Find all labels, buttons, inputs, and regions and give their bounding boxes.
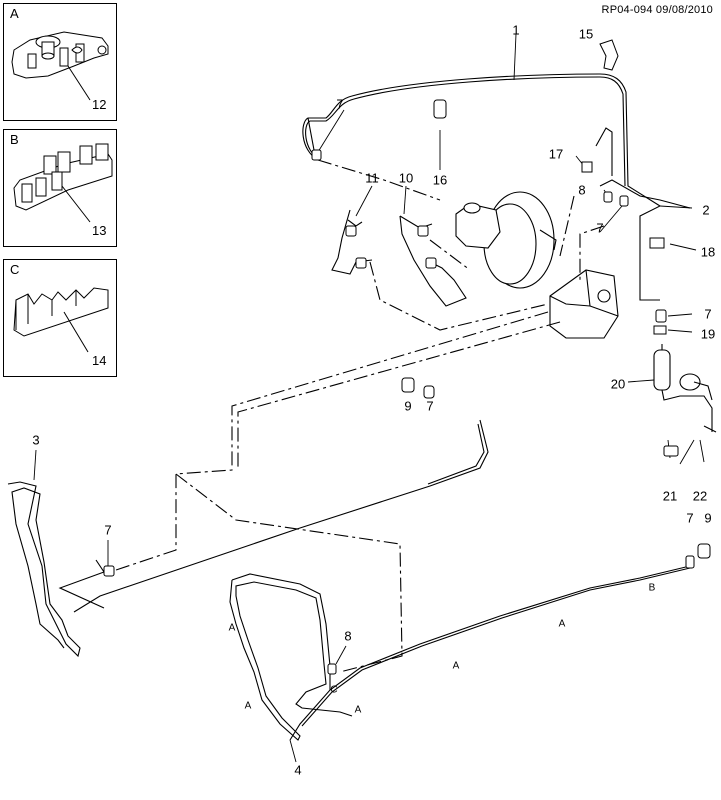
inset-part-number: 14 — [92, 353, 107, 368]
callout-part-16: 16 — [432, 172, 448, 188]
inset-a: A 12 — [3, 3, 117, 121]
callout-hose-20: 20 — [610, 376, 626, 392]
brake-pipe-10 — [399, 215, 467, 307]
inset-letter: A — [10, 6, 19, 21]
callout-pipe-11: 11 — [365, 170, 379, 186]
callout-fitting-7: 7 — [596, 220, 604, 236]
clip-a-drawing — [11, 31, 109, 101]
callout-pipe-1: 1 — [512, 22, 520, 38]
callout-fitting-7: 7 — [704, 306, 712, 322]
clip-tag-c: C — [330, 684, 338, 696]
inset-part-number: 12 — [92, 97, 107, 112]
callout-pipe-3: 3 — [32, 432, 40, 448]
callout-part-22: 22 — [692, 488, 708, 504]
clip-tag-a: A — [558, 618, 566, 630]
clip-tag-a: A — [228, 622, 236, 634]
clip-b-drawing — [13, 143, 113, 223]
abs-module — [549, 269, 619, 339]
callout-pipe-4: 4 — [294, 762, 302, 778]
callout-fitting-7: 7 — [426, 398, 434, 414]
brake-pipe-2 — [599, 179, 691, 209]
brake-pipe-4 — [289, 565, 691, 741]
callout-fitting-7: 7 — [104, 522, 112, 538]
inset-c: C 14 — [3, 259, 117, 377]
callout-fitting-7: 7 — [336, 96, 344, 112]
inset-part-number: 13 — [92, 223, 107, 238]
callout-fitting-8: 8 — [578, 182, 586, 198]
inset-b: B 13 — [3, 129, 117, 247]
inset-letter: C — [10, 262, 20, 277]
clip-c-drawing — [13, 287, 109, 353]
clip-tag-a: A — [452, 660, 460, 672]
callout-fitting-8: 8 — [344, 628, 352, 644]
callout-part-18: 18 — [700, 244, 716, 260]
callout-part-21: 21 — [662, 488, 678, 504]
clip-tag-b: B — [648, 582, 656, 594]
clip-tag-a: A — [244, 700, 252, 712]
clip-tag-a: A — [354, 704, 362, 716]
callout-part-9: 9 — [404, 398, 412, 414]
callout-part-17: 17 — [548, 146, 564, 162]
callout-part-15: 15 — [578, 26, 594, 42]
inset-letter: B — [10, 132, 19, 147]
callout-pipe-2: 2 — [702, 202, 710, 218]
drawing-reference: RP04-094 09/08/2010 — [601, 4, 713, 16]
callout-pipe-10: 10 — [398, 170, 414, 186]
callout-fitting-7: 7 — [686, 510, 694, 526]
callout-part-9: 9 — [704, 510, 712, 526]
callout-part-19: 19 — [700, 326, 716, 342]
brake-pipe-3 — [73, 419, 489, 613]
